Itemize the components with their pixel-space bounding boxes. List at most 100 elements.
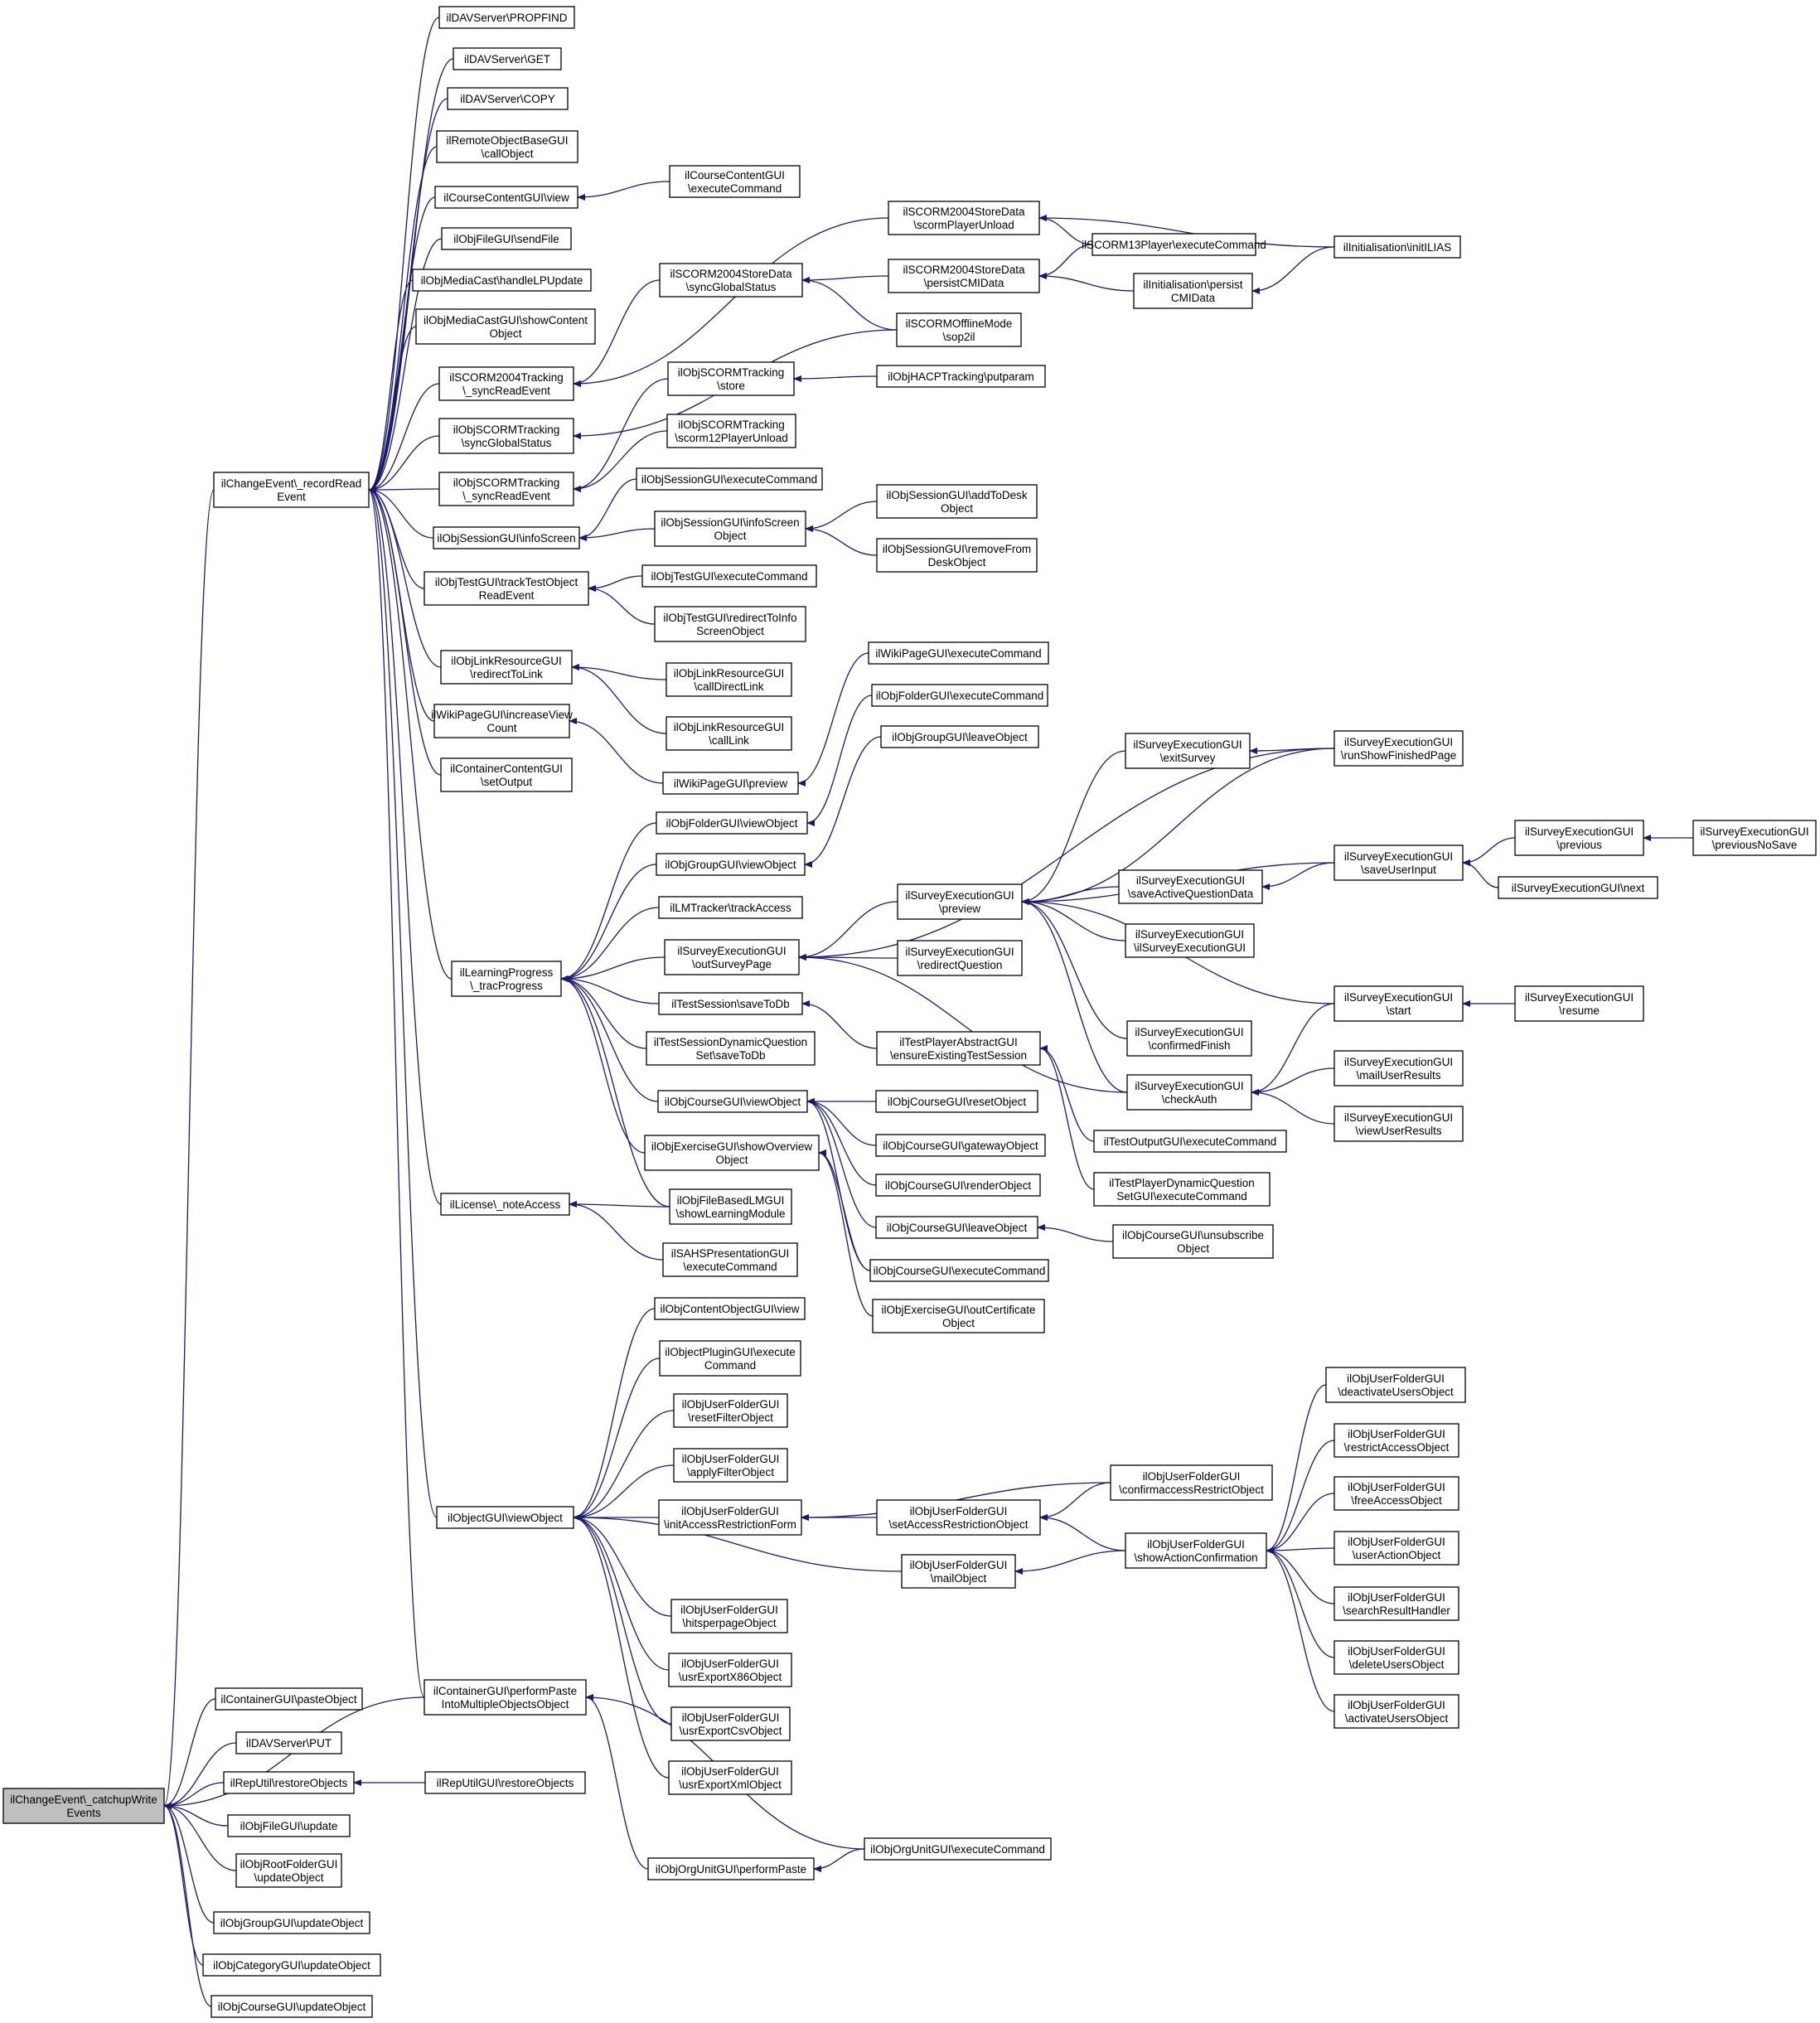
node-lrredir[interactable]: ilObjLinkResourceGUI\redirectToLink — [440, 650, 573, 685]
node-ufx86[interactable]: ilObjUserFolderGUI\usrExportX86Object — [668, 1653, 792, 1687]
node-svnext[interactable]: ilSurveyExecutionGUI\next — [1498, 876, 1658, 899]
node-sdpersist[interactable]: ilSCORM2004StoreData\persistCMIData — [888, 259, 1040, 293]
node-offline[interactable]: ilSCORMOfflineMode\sop2il — [896, 312, 1022, 347]
node-get[interactable]: ilDAVServer\GET — [453, 47, 562, 70]
node-contpaste[interactable]: ilContainerGUI\pasteObject — [215, 1687, 363, 1711]
node-lrcall[interactable]: ilObjLinkResourceGUI\callLink — [666, 716, 792, 751]
node-svout[interactable]: ilSurveyExecutionGUI\outSurveyPage — [664, 939, 800, 975]
node-ccview[interactable]: ilCourseContentGUI\view — [434, 186, 578, 209]
node-davput[interactable]: ilDAVServer\PUT — [235, 1731, 342, 1754]
node-ufsearch[interactable]: ilObjUserFolderGUI\searchResultHandler — [1334, 1586, 1459, 1621]
node-sessexec[interactable]: ilObjSessionGUI\executeCommand — [636, 467, 823, 491]
node-testexec[interactable]: ilObjTestGUI\executeCommand — [641, 564, 817, 588]
node-groupview[interactable]: ilObjGroupGUI\viewObject — [656, 853, 806, 876]
node-catupd[interactable]: ilObjCategoryGUI\updateObject — [202, 1953, 381, 1977]
node-svctor[interactable]: ilSurveyExecutionGUI\ilSurveyExecutionGU… — [1125, 923, 1255, 958]
node-ufxml[interactable]: ilObjUserFolderGUI\usrExportXmlObject — [668, 1760, 792, 1795]
node-ufapply[interactable]: ilObjUserFolderGUI\applyFilterObject — [673, 1448, 788, 1483]
node-fileupd[interactable]: ilObjFileGUI\update — [227, 1814, 351, 1837]
node-crsgate[interactable]: ilObjCourseGUI\gatewayObject — [875, 1134, 1046, 1157]
node-ufreset[interactable]: ilObjUserFolderGUI\resetFilterObject — [673, 1393, 788, 1428]
node-trstore[interactable]: ilObjSCORMTracking\store — [667, 361, 795, 396]
node-svprevnosave[interactable]: ilSurveyExecutionGUI\previousNoSave — [1692, 820, 1817, 856]
node-tpensure[interactable]: ilTestPlayerAbstractGUI\ensureExistingTe… — [876, 1031, 1041, 1066]
node-ufconfacc[interactable]: ilObjUserFolderGUI\confirmaccessRestrict… — [1110, 1464, 1273, 1501]
node-objview[interactable]: ilObjectGUI\viewObject — [436, 1506, 574, 1529]
node-initilias[interactable]: ilInitialisation\initILIAS — [1334, 235, 1461, 259]
node-ufactivate[interactable]: ilObjUserFolderGUI\activateUsersObject — [1334, 1694, 1459, 1729]
node-svprev[interactable]: ilSurveyExecutionGUI\preview — [897, 883, 1023, 920]
node-sessinfo[interactable]: ilObjSessionGUI\infoScreen — [433, 526, 580, 549]
node-ufdelete[interactable]: ilObjUserFolderGUI\deleteUsersObject — [1334, 1640, 1459, 1675]
node-license[interactable]: ilLicense\_noteAccess — [440, 1193, 570, 1216]
node-sdsync[interactable]: ilSCORM2004StoreData\syncGlobalStatus — [659, 263, 803, 298]
node-ufinitacc[interactable]: ilObjUserFolderGUI\initAccessRestriction… — [658, 1499, 802, 1536]
node-groupupd[interactable]: ilObjGroupGUI\updateObject — [213, 1911, 370, 1934]
node-ufrestrict[interactable]: ilObjUserFolderGUI\restrictAccessObject — [1334, 1423, 1459, 1458]
node-lmtrack[interactable]: ilLMTracker\trackAccess — [658, 896, 803, 919]
node-repguirest[interactable]: ilRepUtilGUI\restoreObjects — [424, 1771, 586, 1794]
node-svstart[interactable]: ilSurveyExecutionGUI\start — [1334, 985, 1464, 1022]
node-orgpaste[interactable]: ilObjOrgUnitGUI\performPaste — [647, 1857, 815, 1880]
node-ufmail[interactable]: ilObjUserFolderGUI\mailObject — [901, 1554, 1016, 1589]
node-mclp[interactable]: ilObjMediaCast\handleLPUpdate — [412, 269, 592, 292]
node-uffree[interactable]: ilObjUserFolderGUI\freeAccessObject — [1334, 1476, 1459, 1511]
node-s2004read[interactable]: ilSCORM2004Tracking\_syncReadEvent — [438, 366, 574, 401]
node-wikiexec[interactable]: ilWikiPageGUI\executeCommand — [868, 641, 1049, 665]
node-toutexec[interactable]: ilTestOutputGUI\executeCommand — [1093, 1130, 1287, 1153]
node-svconf[interactable]: ilSurveyExecutionGUI\confirmedFinish — [1126, 1020, 1252, 1057]
node-remote[interactable]: ilRemoteObjectBaseGUI\callObject — [436, 130, 578, 163]
node-svexit[interactable]: ilSurveyExecutionGUI\exitSurvey — [1125, 733, 1251, 769]
node-svview[interactable]: ilSurveyExecutionGUI\viewUserResults — [1334, 1106, 1464, 1142]
node-svresume[interactable]: ilSurveyExecutionGUI\resume — [1514, 985, 1644, 1022]
node-s13exec[interactable]: ilSCORM13Player\executeCommand — [1082, 233, 1266, 256]
node-hacp[interactable]: ilObjHACPTracking\putparam — [876, 365, 1046, 388]
node-svredir[interactable]: ilSurveyExecutionGUI\redirectQuestion — [897, 940, 1023, 976]
node-ufhits[interactable]: ilObjUserFolderGUI\hitsperpageObject — [670, 1599, 788, 1633]
node-wikiprev[interactable]: ilWikiPageGUI\preview — [662, 772, 799, 795]
node-ufshowact[interactable]: ilObjUserFolderGUI\showActionConfirmatio… — [1125, 1532, 1267, 1569]
node-crsreset[interactable]: ilObjCourseGUI\resetObject — [875, 1090, 1038, 1113]
node-contperf[interactable]: ilContainerGUI\performPasteIntoMultipleO… — [424, 1679, 587, 1716]
node-groupleave[interactable]: ilObjGroupGUI\leaveObject — [880, 725, 1039, 748]
node-svsaveact[interactable]: ilSurveyExecutionGUI\saveActiveQuestionD… — [1118, 869, 1263, 904]
node-foldexec[interactable]: ilObjFolderGUI\executeCommand — [871, 684, 1048, 707]
node-ufuseract[interactable]: ilObjUserFolderGUI\userActionObject — [1334, 1531, 1459, 1566]
node-svrun[interactable]: ilSurveyExecutionGUI\runShowFinishedPage — [1334, 730, 1464, 767]
node-orgexec[interactable]: ilObjOrgUnitGUI\executeCommand — [864, 1837, 1052, 1861]
node-rootupd[interactable]: ilObjRootFolderGUI\updateObject — [235, 1853, 342, 1888]
node-ufdeact[interactable]: ilObjUserFolderGUI\deactivateUsersObject — [1325, 1367, 1466, 1403]
node-tr12[interactable]: ilObjSCORMTracking\scorm12PlayerUnload — [666, 414, 796, 448]
node-lptrac[interactable]: ilLearningProgress\_tracProgress — [451, 961, 562, 997]
node-crsleave[interactable]: ilObjCourseGUI\leaveObject — [875, 1216, 1038, 1239]
node-svcheck[interactable]: ilSurveyExecutionGUI\checkAuth — [1126, 1074, 1252, 1111]
node-plugexec[interactable]: ilObjectPluginGUI\executeCommand — [659, 1340, 801, 1377]
node-sahs[interactable]: ilSAHSPresentationGUI\executeCommand — [662, 1242, 798, 1277]
node-represt[interactable]: ilRepUtil\restoreObjects — [223, 1771, 355, 1794]
node-foldview[interactable]: ilObjFolderGUI\viewObject — [656, 811, 808, 835]
node-crsview[interactable]: ilObjCourseGUI\viewObject — [657, 1090, 808, 1113]
node-copy[interactable]: ilDAVServer\COPY — [447, 87, 569, 110]
node-filelm[interactable]: ilObjFileBasedLMGUI\showLearningModule — [669, 1188, 792, 1225]
node-ccexec[interactable]: ilCourseContentGUI\executeCommand — [669, 165, 801, 198]
node-initpersist[interactable]: ilInitialisation\persistCMIData — [1133, 273, 1253, 309]
node-crsexec[interactable]: ilObjCourseGUI\executeCommand — [869, 1259, 1049, 1282]
node-svmail[interactable]: ilSurveyExecutionGUI\mailUserResults — [1334, 1050, 1464, 1087]
node-crsupd[interactable]: ilObjCourseGUI\updateObject — [211, 1995, 373, 2018]
node-scormglob[interactable]: ilObjSCORMTracking\syncGlobalStatus — [438, 418, 574, 454]
node-sendfile[interactable]: ilObjFileGUI\sendFile — [441, 227, 572, 250]
node-scormread[interactable]: ilObjSCORMTracking\_syncReadEvent — [438, 472, 574, 506]
node-crsrender[interactable]: ilObjCourseGUI\renderObject — [875, 1174, 1041, 1197]
node-tssave[interactable]: ilTestSession\saveToDb — [658, 992, 803, 1015]
